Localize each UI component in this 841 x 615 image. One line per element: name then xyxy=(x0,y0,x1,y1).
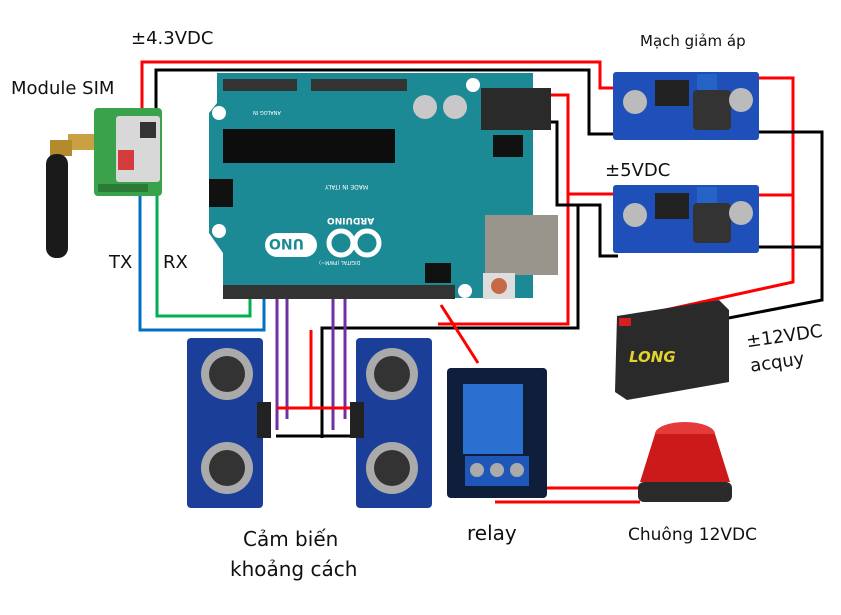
buck-converter-2 xyxy=(613,185,759,253)
label-sensor-line1: Cảm biến xyxy=(243,527,339,551)
analog-header-label: ANALOG IN xyxy=(253,109,281,115)
wire-relay-signal xyxy=(439,304,480,364)
label-siren: Chuông 12VDC xyxy=(628,525,758,545)
digital-header-label: DIGITAL (PWM~) xyxy=(319,259,361,265)
battery: LONG xyxy=(607,300,729,400)
arduino-model: UNO xyxy=(269,235,304,251)
siren xyxy=(630,420,740,510)
arduino-made-in: MADE IN ITALY xyxy=(325,183,369,190)
sim-module xyxy=(94,108,162,196)
wire-sim-ground xyxy=(154,68,618,136)
arduino-uno-board: ARDUINO UNO MADE IN ITALY ANALOG IN DIGI… xyxy=(203,73,558,305)
wire-jack-ground xyxy=(548,120,618,258)
label-relay: relay xyxy=(467,521,517,545)
antenna-icon xyxy=(40,130,98,262)
arduino-brand: ARDUINO xyxy=(327,215,375,225)
battery-brand: LONG xyxy=(629,348,676,366)
label-buck-converter: Mạch giảm áp xyxy=(640,32,746,50)
wire-ground-bus xyxy=(320,205,580,438)
wire-jack-power xyxy=(438,93,570,326)
label-sim-voltage: ±4.3VDC xyxy=(131,28,214,49)
label-arduino-voltage: ±5VDC xyxy=(605,160,671,181)
wire-battery-power xyxy=(619,76,795,322)
wire-rx xyxy=(155,195,252,318)
relay-module xyxy=(447,368,547,498)
label-tx: TX xyxy=(109,252,133,273)
ultrasonic-sensor-2 xyxy=(350,338,438,508)
label-sensor-line2: khoảng cách xyxy=(230,557,358,581)
label-module-sim: Module SIM xyxy=(11,78,115,99)
wire-tx xyxy=(138,195,266,332)
ultrasonic-sensor-1 xyxy=(187,338,275,508)
buck-converter-1 xyxy=(613,72,759,140)
label-rx: RX xyxy=(163,252,188,273)
wire-sim-power xyxy=(140,60,618,112)
